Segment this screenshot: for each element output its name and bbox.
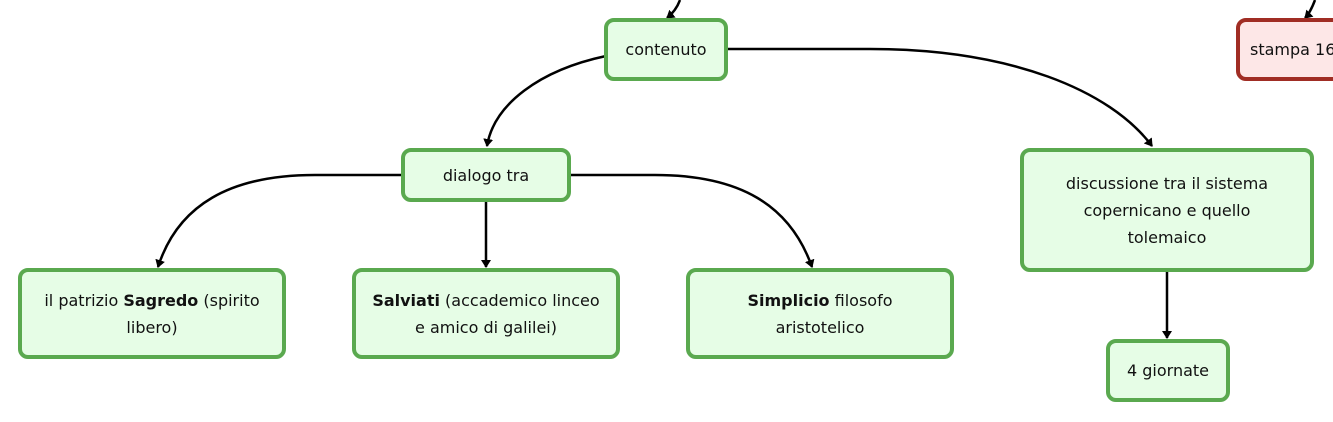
edge-offscreen-to-stampa — [1304, 0, 1317, 19]
node-stampa-label: stampa 16 — [1250, 40, 1333, 59]
node-stampa[interactable]: stampa 16 — [1236, 18, 1333, 81]
edge-contenuto-to-dialogo — [483, 54, 607, 147]
node-4-giornate-label: 4 giornate — [1126, 361, 1209, 380]
node-simplicio-text-after: filosofo aristotelico — [775, 290, 893, 337]
node-discussione[interactable]: discussione tra il sistema copernicano e… — [1020, 148, 1314, 272]
node-salviati-name: Salviati — [372, 290, 440, 310]
edge-dialogo-to-simplicio — [570, 173, 815, 268]
node-dialogo-tra-label: dialogo tra — [442, 165, 530, 185]
node-4-giornate[interactable]: 4 giornate — [1106, 339, 1230, 402]
edge-contenuto-to-discussione — [727, 47, 1153, 147]
node-salviati-text-after: (accademico linceo e amico di galilei) — [415, 290, 600, 337]
node-salviati[interactable]: Salviati (accademico linceo e amico di g… — [352, 268, 620, 359]
node-contenuto[interactable]: contenuto — [604, 18, 728, 81]
node-sagredo-text-before: il patrizio — [44, 290, 124, 310]
node-sagredo-label: il patrizio Sagredo (spirito libero) — [36, 287, 268, 341]
node-simplicio-label: Simplicio filosofo aristotelico — [740, 287, 900, 341]
node-simplicio[interactable]: Simplicio filosofo aristotelico — [686, 268, 954, 359]
node-sagredo[interactable]: il patrizio Sagredo (spirito libero) — [18, 268, 286, 359]
node-dialogo-tra[interactable]: dialogo tra — [401, 148, 571, 202]
node-sagredo-text-after: (spirito libero) — [126, 290, 260, 337]
edge-offscreen-to-contenuto — [666, 0, 682, 19]
node-salviati-label: Salviati (accademico linceo e amico di g… — [366, 287, 606, 341]
node-sagredo-name: Sagredo — [123, 290, 199, 310]
edge-dialogo-to-sagredo — [155, 173, 402, 268]
node-discussione-label: discussione tra il sistema copernicano e… — [1065, 173, 1269, 247]
node-simplicio-name: Simplicio — [747, 290, 830, 310]
node-contenuto-label: contenuto — [625, 40, 707, 59]
